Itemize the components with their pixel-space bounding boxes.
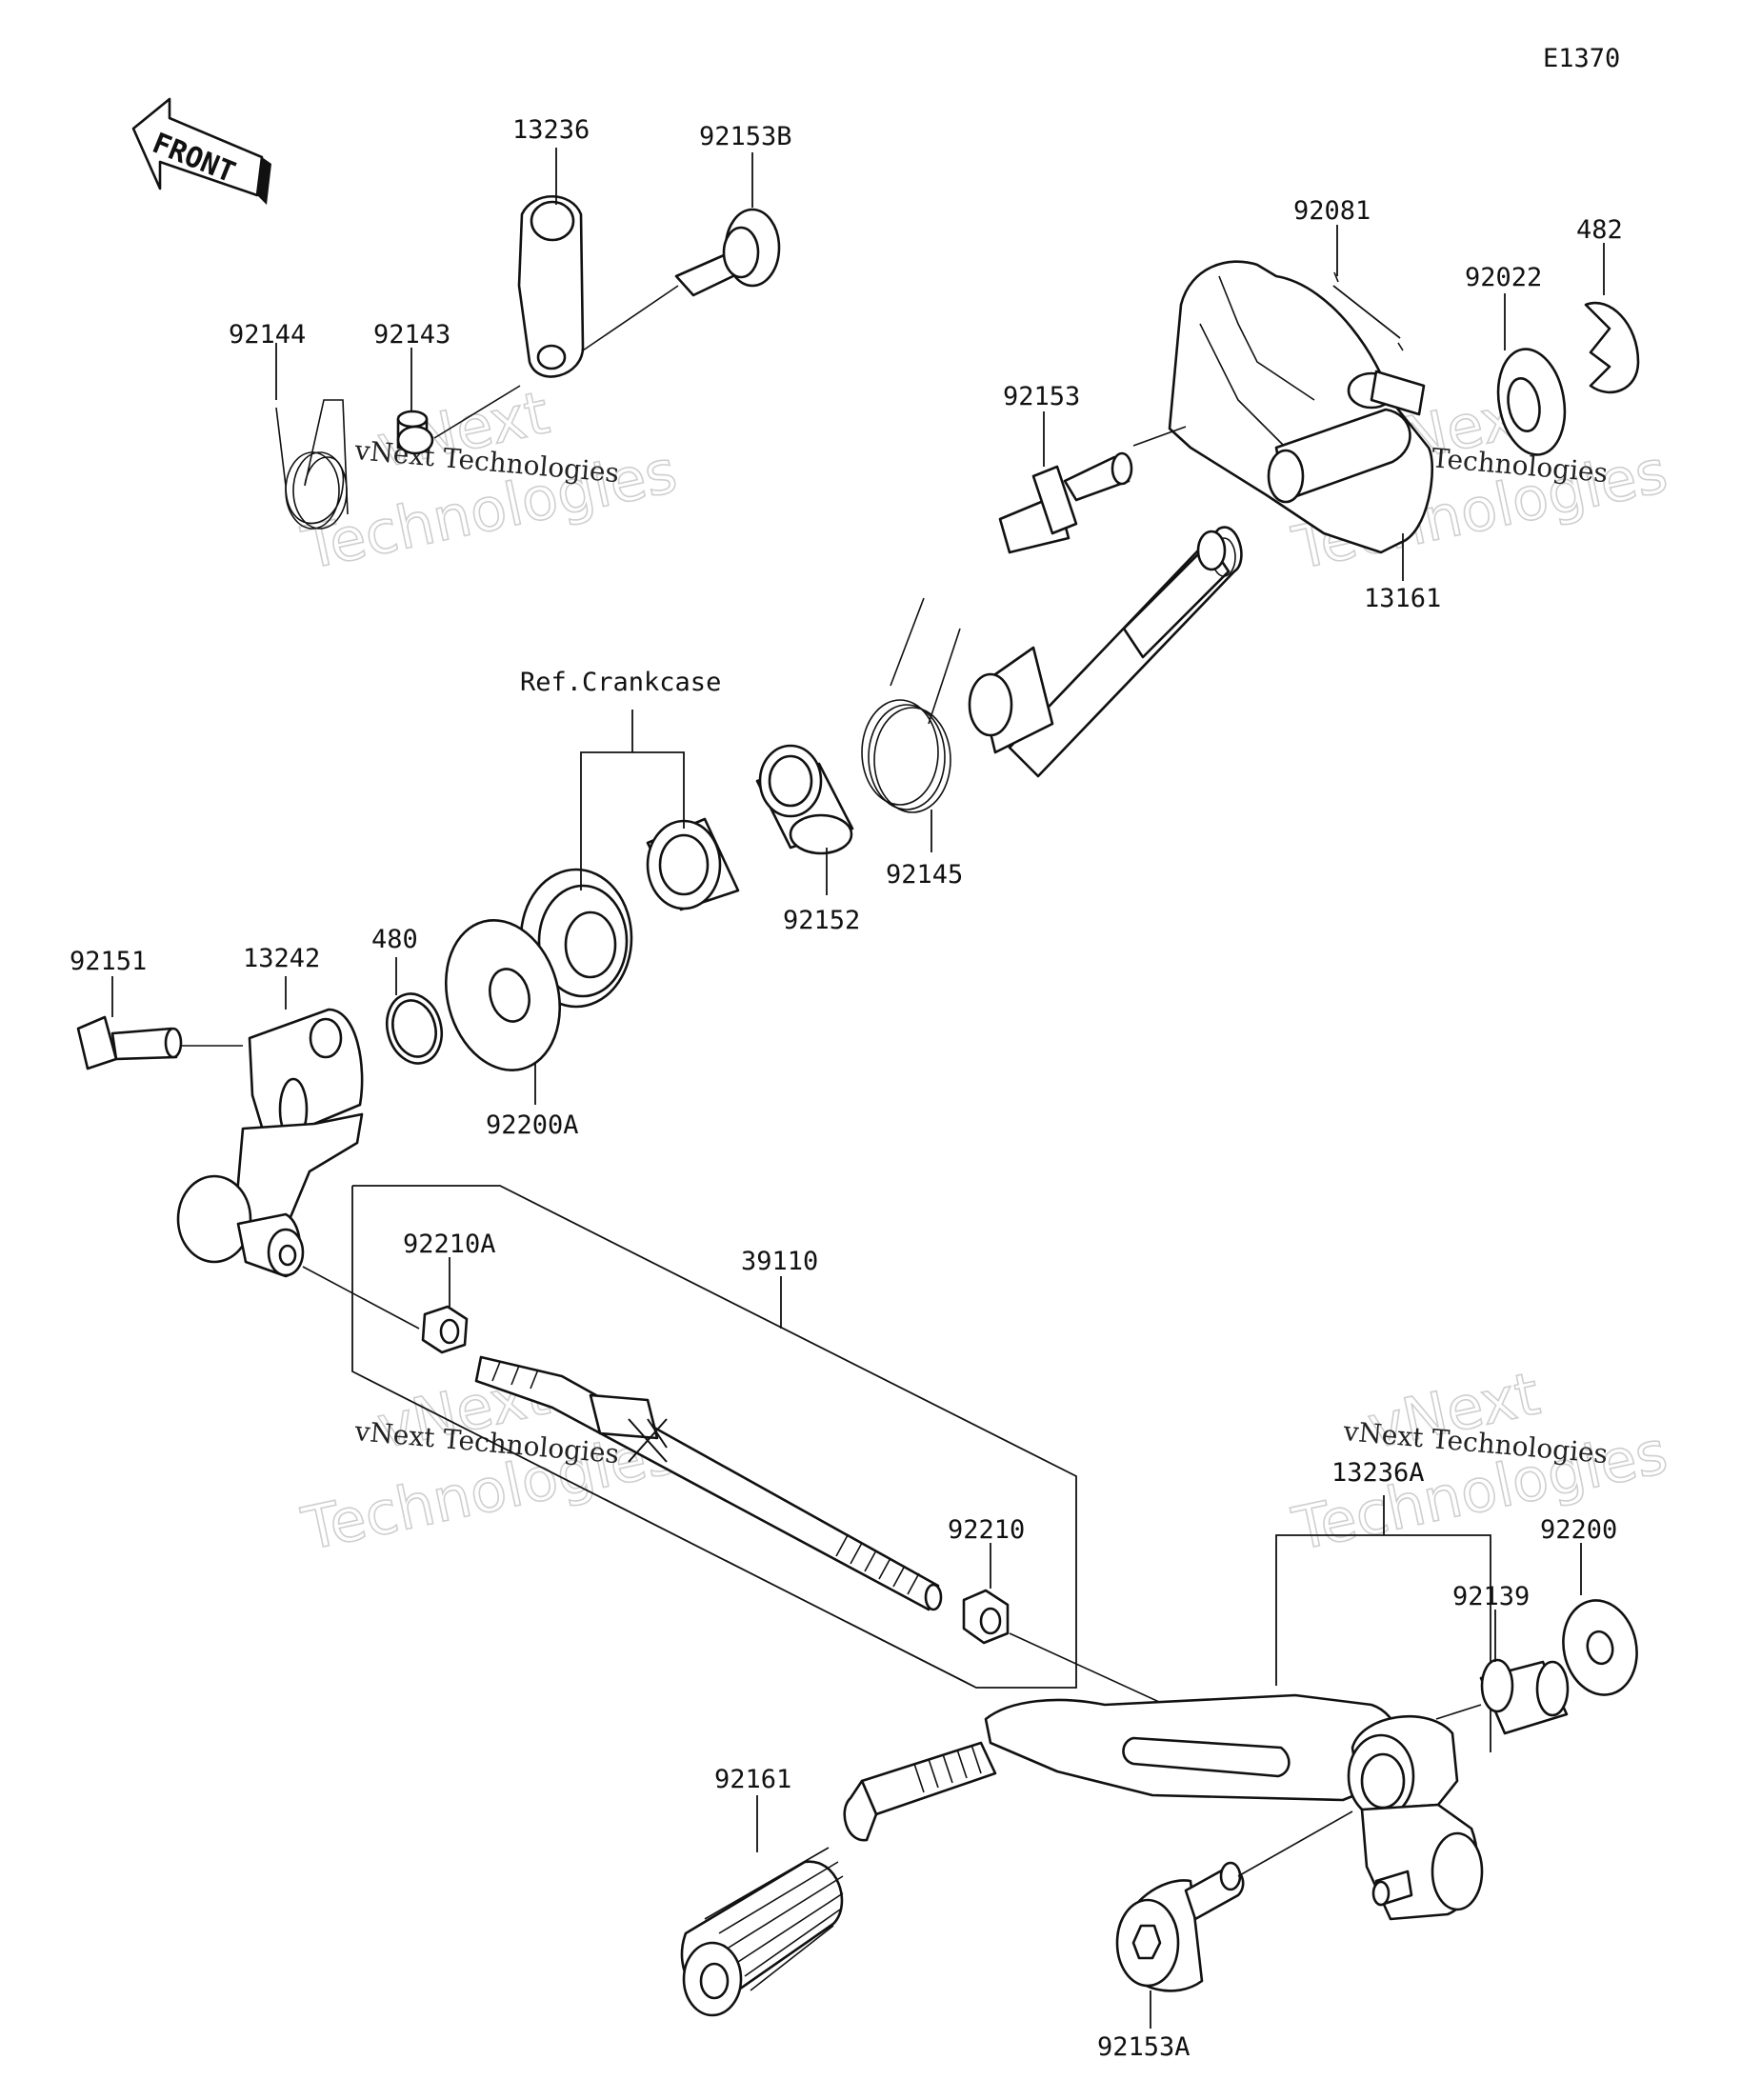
axis-line-92210A [302,1266,420,1330]
label-92145: 92145 [886,860,963,890]
part-tie-rod [474,1355,943,1611]
part-92210-nut [962,1589,1010,1645]
part-92152-collar [755,744,854,855]
part-92210A-nut [421,1305,469,1354]
label-92151: 92151 [70,947,147,976]
part-92139-collar [1479,1658,1570,1735]
label-480: 480 [371,925,418,954]
label-92200: 92200 [1540,1515,1617,1545]
axis-line-92153 [1132,426,1187,447]
label-ref-crankcase: Ref.Crankcase [520,668,721,697]
front-arrow-icon: FRONT [131,97,271,205]
part-13242-shift-arm [176,1008,364,1278]
diagram-code: E1370 [1543,44,1620,73]
part-92153-bolt [998,451,1133,554]
label-92022: 92022 [1465,263,1542,292]
part-92151-bolt [76,1015,183,1070]
label-13236A: 13236A [1331,1458,1425,1488]
label-92139: 92139 [1452,1582,1530,1611]
axis-line-92143 [433,385,521,439]
label-92081: 92081 [1293,196,1371,226]
label-92144: 92144 [229,320,306,350]
label-92161: 92161 [714,1765,791,1794]
label-39110: 39110 [741,1247,818,1276]
label-92153A: 92153A [1097,2032,1191,2062]
part-482-circlip [1584,301,1640,394]
part-92144-spring [275,399,349,530]
axis-line-92139 [1435,1704,1482,1720]
part-13236-link [517,194,585,378]
part-13161-shift-shaft [968,260,1434,778]
label-13236: 13236 [512,115,590,145]
label-92153: 92153 [1003,382,1080,411]
axis-line-13236 [582,285,679,351]
part-13236A-shift-pedal [984,1693,1484,1921]
part-92143-collar [396,410,434,455]
part-92153B-bolt [674,208,781,297]
part-92200A-washer [444,918,562,1072]
part-92153A-bolt [1115,1861,1245,1992]
part-480-circlip [386,992,443,1065]
label-92210A: 92210A [403,1230,496,1259]
axis-line-92153A [1237,1810,1353,1877]
part-92081-spring [1332,271,1404,351]
label-92200A: 92200A [486,1110,579,1140]
label-13161: 13161 [1364,584,1441,613]
label-92153B: 92153B [699,122,792,151]
part-92022-washer [1496,348,1567,456]
watermark-bottom-left: vNext Technologies vNext Technologies [295,1358,683,1566]
part-92161-footpeg [680,1741,997,2017]
label-92152: 92152 [783,906,860,935]
part-92145-spring [861,597,961,813]
bracket-39110 [351,1185,1077,1689]
label-482: 482 [1576,215,1623,245]
watermark-top-left: vNext Technologies vNext Technologies [295,377,683,585]
label-92143: 92143 [373,320,450,350]
label-13242: 13242 [243,944,320,973]
part-92200-washer [1562,1599,1638,1696]
label-92210: 92210 [948,1515,1025,1545]
part-bearing [646,817,740,911]
